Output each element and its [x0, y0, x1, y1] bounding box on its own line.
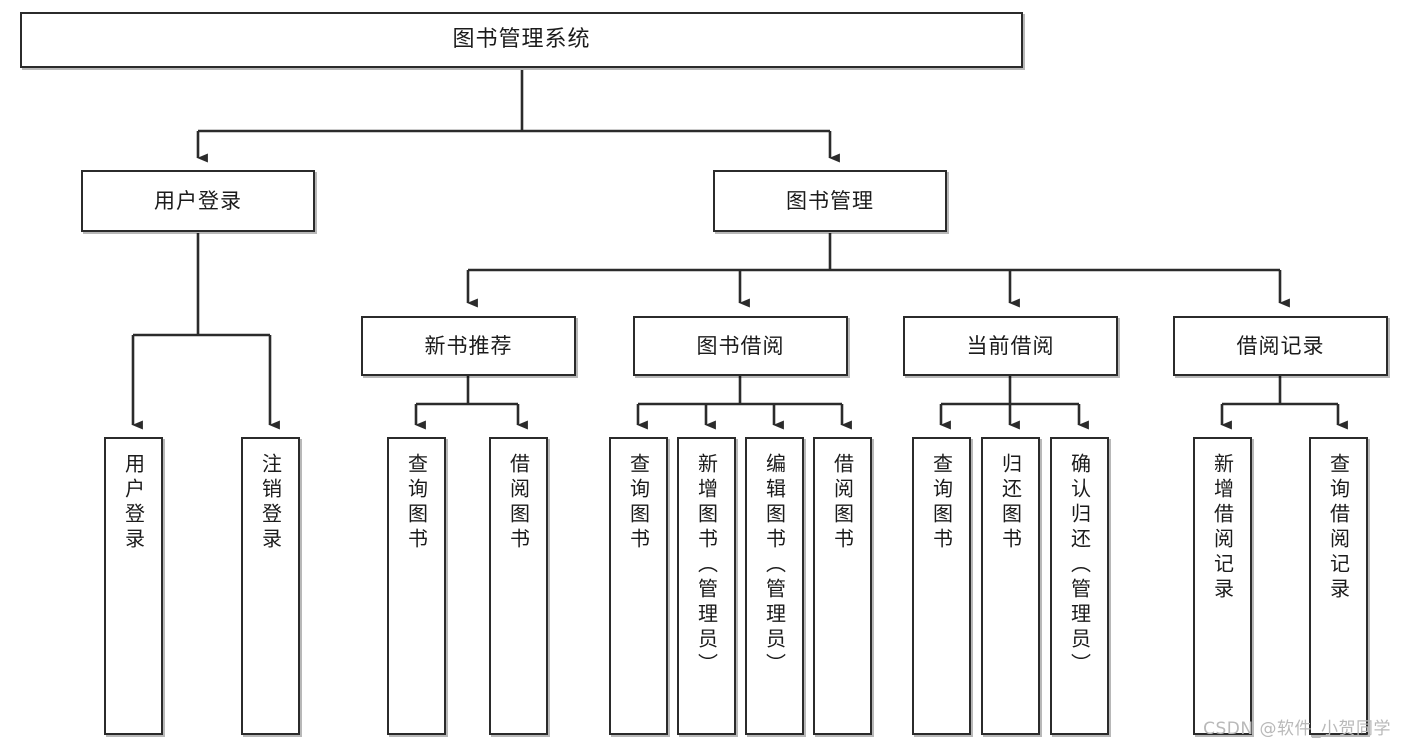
node-label: 确认归还（管理员）	[1067, 453, 1092, 678]
leaf-query-book-borrow[interactable]: 查询图书	[609, 437, 668, 735]
leaf-confirm-return-admin[interactable]: 确认归还（管理员）	[1050, 437, 1109, 735]
node-label: 图书管理系统	[452, 27, 591, 53]
node-label: 新书推荐	[424, 333, 513, 358]
leaf-logout-login[interactable]: 注销登录	[241, 437, 300, 735]
node-book-borrow[interactable]: 图书借阅	[633, 316, 848, 376]
leaf-add-book-admin[interactable]: 新增图书（管理员）	[677, 437, 736, 735]
node-current-borrow[interactable]: 当前借阅	[903, 316, 1118, 376]
leaf-borrow-book[interactable]: 借阅图书	[813, 437, 872, 735]
node-label: 图书借阅	[696, 333, 785, 358]
node-label: 注销登录	[258, 453, 283, 553]
node-label: 编辑图书（管理员）	[762, 453, 787, 678]
watermark-text: CSDN @软件_小贺同学	[1203, 719, 1391, 739]
node-new-book-recommend[interactable]: 新书推荐	[361, 316, 576, 376]
node-user-login[interactable]: 用户登录	[81, 170, 315, 232]
leaf-add-borrow-record[interactable]: 新增借阅记录	[1193, 437, 1252, 735]
leaf-query-book-current[interactable]: 查询图书	[912, 437, 971, 735]
node-book-management[interactable]: 图书管理	[713, 170, 947, 232]
node-label: 新增图书（管理员）	[694, 453, 719, 678]
node-label: 借阅记录	[1236, 333, 1325, 358]
node-label: 查询图书	[626, 453, 651, 553]
node-label: 查询图书	[404, 453, 429, 553]
node-borrow-record[interactable]: 借阅记录	[1173, 316, 1388, 376]
leaf-borrow-book-newbook[interactable]: 借阅图书	[489, 437, 548, 735]
node-label: 图书管理	[786, 188, 874, 213]
leaf-edit-book-admin[interactable]: 编辑图书（管理员）	[745, 437, 804, 735]
node-label: 归还图书	[998, 453, 1023, 553]
node-label: 用户登录	[154, 188, 242, 213]
node-root-book-management-system[interactable]: 图书管理系统	[20, 12, 1023, 68]
node-label: 借阅图书	[506, 453, 531, 553]
node-label: 新增借阅记录	[1210, 453, 1235, 603]
node-label: 查询借阅记录	[1326, 453, 1351, 603]
leaf-query-borrow-record[interactable]: 查询借阅记录	[1309, 437, 1368, 735]
node-label: 用户登录	[121, 453, 146, 553]
node-label: 查询图书	[929, 453, 954, 553]
node-label: 借阅图书	[830, 453, 855, 553]
leaf-return-book[interactable]: 归还图书	[981, 437, 1040, 735]
leaf-query-book-newbook[interactable]: 查询图书	[387, 437, 446, 735]
node-label: 当前借阅	[966, 333, 1055, 358]
leaf-user-login[interactable]: 用户登录	[104, 437, 163, 735]
